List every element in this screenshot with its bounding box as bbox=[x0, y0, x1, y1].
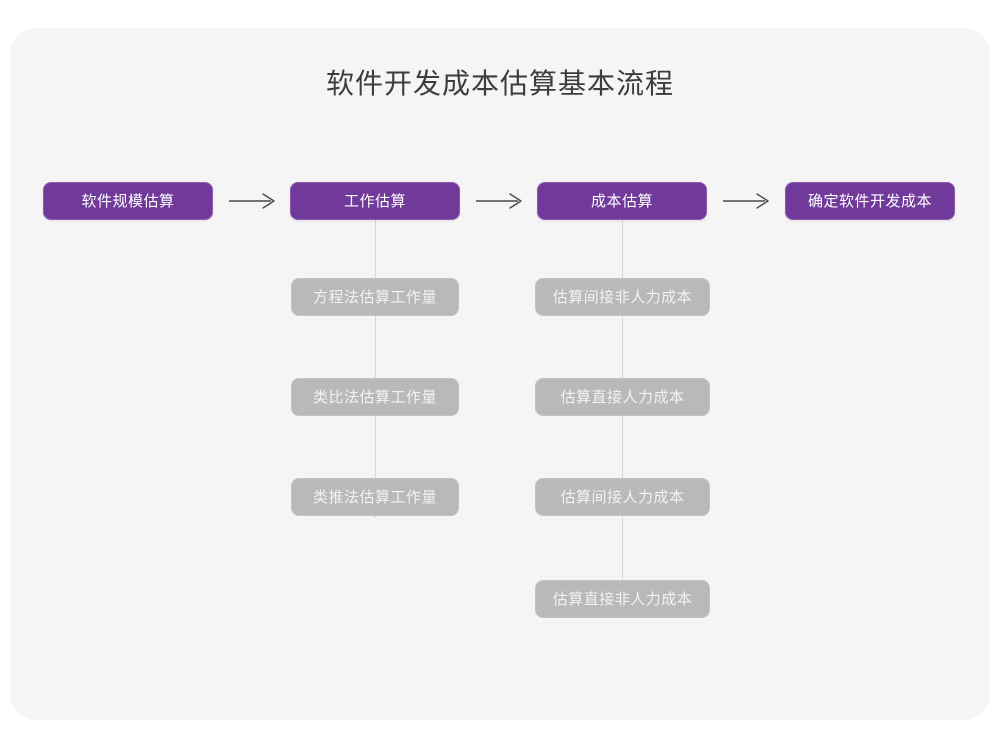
sub-step-label: 估算间接非人力成本 bbox=[552, 287, 693, 306]
connector-line-column-3 bbox=[622, 216, 623, 618]
sub-step-direct-non-labor-cost[interactable]: 估算直接非人力成本 bbox=[535, 580, 710, 618]
flow-step-label: 工作估算 bbox=[343, 191, 406, 210]
sub-step-label: 类推法估算工作量 bbox=[312, 487, 437, 506]
sub-step-label: 估算直接人力成本 bbox=[560, 387, 685, 406]
sub-step-label: 估算直接非人力成本 bbox=[552, 589, 693, 608]
sub-step-extrapolation-method-effort[interactable]: 类推法估算工作量 bbox=[291, 478, 459, 516]
connector-line-column-2 bbox=[375, 216, 376, 518]
arrow-right-icon-1 bbox=[224, 182, 282, 220]
sub-step-indirect-non-labor-cost[interactable]: 估算间接非人力成本 bbox=[535, 278, 710, 316]
diagram-card bbox=[10, 28, 990, 720]
sub-step-label: 类比法估算工作量 bbox=[312, 387, 437, 406]
flow-step-determine-development-cost[interactable]: 确定软件开发成本 bbox=[785, 182, 955, 220]
sub-step-analogy-method-effort[interactable]: 类比法估算工作量 bbox=[291, 378, 459, 416]
flow-step-label: 软件规模估算 bbox=[81, 191, 175, 210]
arrow-right-icon-3 bbox=[718, 182, 776, 220]
sub-step-indirect-labor-cost[interactable]: 估算间接人力成本 bbox=[535, 478, 710, 516]
sub-step-label: 估算间接人力成本 bbox=[560, 487, 685, 506]
sub-step-equation-method-effort[interactable]: 方程法估算工作量 bbox=[291, 278, 459, 316]
sub-step-direct-labor-cost[interactable]: 估算直接人力成本 bbox=[535, 378, 710, 416]
flow-step-label: 成本估算 bbox=[590, 191, 653, 210]
flow-step-effort-estimation[interactable]: 工作估算 bbox=[290, 182, 460, 220]
flow-step-cost-estimation[interactable]: 成本估算 bbox=[537, 182, 707, 220]
flow-step-software-size-estimation[interactable]: 软件规模估算 bbox=[43, 182, 213, 220]
flow-step-label: 确定软件开发成本 bbox=[807, 191, 932, 210]
arrow-right-icon-2 bbox=[471, 182, 529, 220]
page-title: 软件开发成本估算基本流程 bbox=[325, 67, 674, 100]
sub-step-label: 方程法估算工作量 bbox=[312, 287, 437, 306]
